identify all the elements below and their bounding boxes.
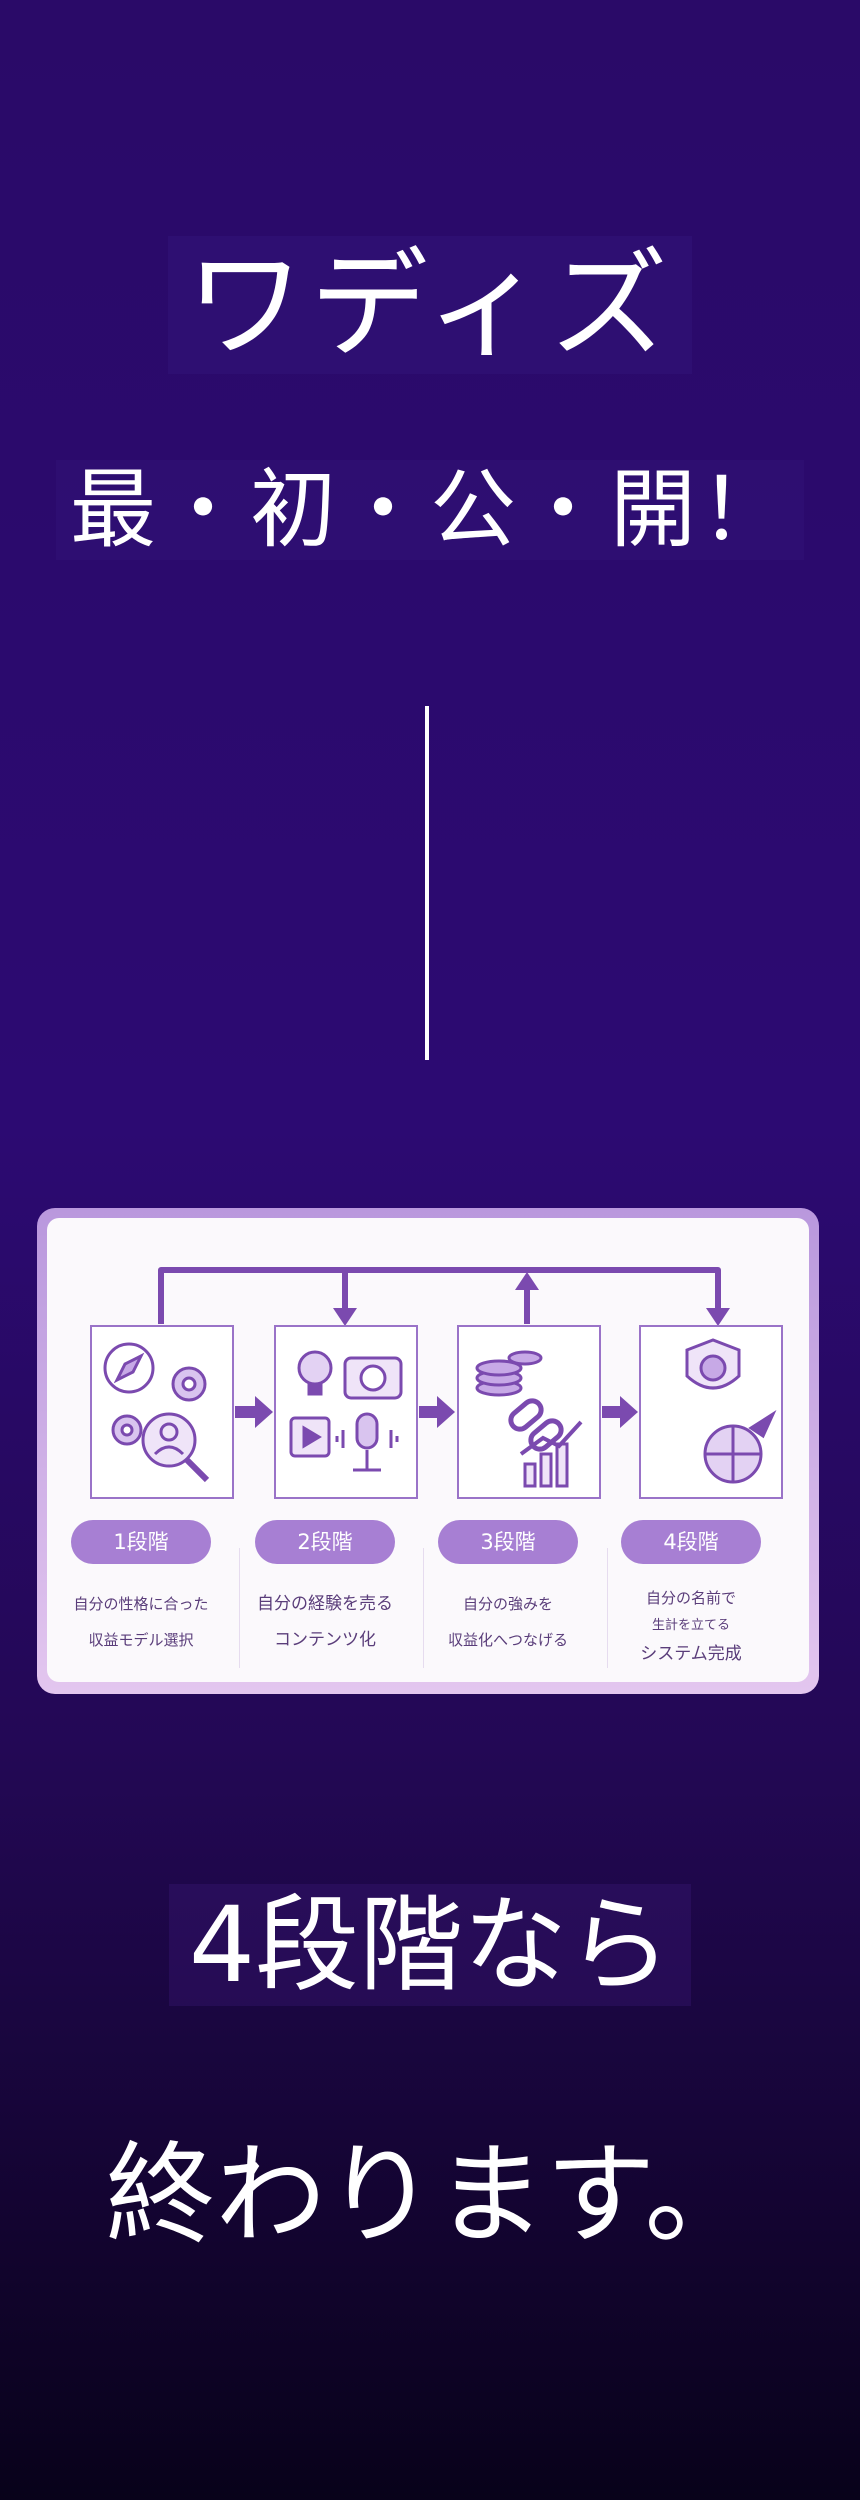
- compass-icon: [103, 1342, 155, 1394]
- step-3-line1: 自分の強みを: [462, 1595, 553, 1613]
- step-frame-1: [90, 1325, 234, 1499]
- headline-title: ワディズ: [0, 230, 860, 380]
- globe-rocket-icon: [703, 1410, 777, 1484]
- step-4-line2: 生計を立てる: [651, 1618, 730, 1633]
- up-arrow-icon: [515, 1272, 539, 1290]
- down-arrow-icon: [333, 1308, 357, 1326]
- top-connector-line: [158, 1267, 721, 1324]
- top-connector-arrows: [333, 1272, 730, 1326]
- step-2-line2: コンテンツ化: [274, 1630, 376, 1650]
- headline-subtitle-text: 最・初・公・開！: [56, 460, 804, 560]
- step-2-description: 自分の経験を売る コンテンツ化: [231, 1586, 419, 1658]
- microphone-icon: [335, 1412, 399, 1472]
- step-2-line1: 自分の経験を売る: [257, 1594, 393, 1614]
- headline-title-text: ワディズ: [168, 236, 692, 374]
- closing-line-2: 終わります。: [105, 2131, 755, 2259]
- gears-icon: [111, 1366, 207, 1446]
- step-1-line2: 収益モデル選択: [88, 1631, 194, 1649]
- step-1-line1: 自分の性格に合った: [73, 1595, 209, 1613]
- diagram-graphics: [90, 1267, 783, 1499]
- step-3-label: 3段階: [438, 1520, 578, 1564]
- right-arrow-icon: [620, 1396, 638, 1428]
- step-3-description: 自分の強みを 収益化へつなげる: [414, 1586, 602, 1658]
- down-arrow-icon: [706, 1308, 730, 1326]
- closing-line-1-text: 4段階なら: [168, 1884, 692, 2006]
- step-2-label: 2段階: [255, 1520, 395, 1564]
- step-frame-2: [274, 1325, 418, 1499]
- step-1-label: 1段階: [71, 1520, 211, 1564]
- column-divider: [423, 1548, 424, 1668]
- closing-line-1: 4段階なら: [0, 1880, 860, 2010]
- growth-chart-icon: [519, 1420, 583, 1488]
- video-icon: [289, 1416, 331, 1458]
- step-4-label: 4段階: [621, 1520, 761, 1564]
- step-4: 4段階 自分の名前で 生計を立てる システム完成: [597, 1218, 781, 1682]
- right-arrow-icon: [437, 1396, 455, 1428]
- column-divider: [607, 1548, 608, 1668]
- headline-subtitle: 最・初・公・開！: [0, 450, 860, 570]
- step-arrows: [235, 1396, 638, 1428]
- column-divider: [239, 1548, 240, 1668]
- bitcoin-shield-icon: [685, 1338, 741, 1390]
- diagram-panel: 1段階 自分の性格に合った 収益モデル選択 2段階 自分の経験を売る コンテンツ…: [47, 1218, 809, 1682]
- coins-icon: [475, 1350, 543, 1397]
- step-4-description: 自分の名前で 生計を立てる システム完成: [597, 1584, 785, 1668]
- right-arrow-icon: [255, 1396, 273, 1428]
- step-1-description: 自分の性格に合った 収益モデル選択: [47, 1586, 235, 1658]
- step-1: 1段階 自分の性格に合った 収益モデル選択: [47, 1218, 231, 1682]
- step-4-line3: システム完成: [640, 1644, 742, 1664]
- step-2: 2段階 自分の経験を売る コンテンツ化: [231, 1218, 415, 1682]
- user-search-icon: [141, 1412, 210, 1483]
- four-step-diagram: 1段階 自分の性格に合った 収益モデル選択 2段階 自分の経験を売る コンテンツ…: [37, 1208, 819, 1694]
- vertical-divider: [425, 706, 429, 1060]
- step-3: 3段階 自分の強みを 収益化へつなげる: [414, 1218, 598, 1682]
- lightbulb-icon: [297, 1350, 333, 1396]
- step-4-line1: 自分の名前で: [645, 1589, 736, 1607]
- step-3-line2: 収益化へつなげる: [447, 1631, 568, 1649]
- camera-icon: [343, 1356, 403, 1400]
